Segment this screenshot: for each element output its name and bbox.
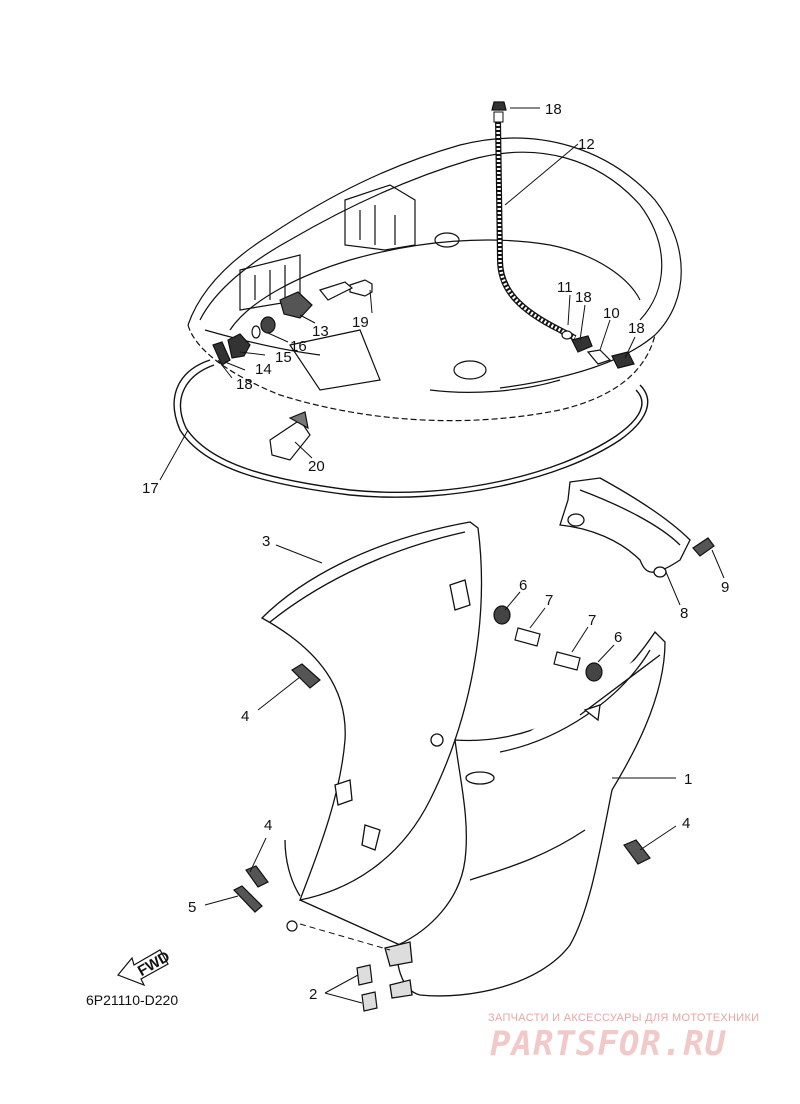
callout-18b: 18 bbox=[575, 289, 592, 306]
upper-cowling bbox=[187, 137, 682, 422]
callout-2: 2 bbox=[309, 986, 317, 1003]
callout-4a: 4 bbox=[241, 708, 249, 725]
callout-12: 12 bbox=[578, 136, 595, 153]
callout-13: 13 bbox=[312, 323, 329, 340]
diagram-caption: 6P21110-D220 bbox=[86, 992, 179, 1008]
watermark-logo: PARTSFOR.RU bbox=[490, 1024, 727, 1064]
fwd-arrow-icon: FWD bbox=[117, 948, 173, 987]
bottom-cowling-port bbox=[260, 521, 483, 901]
callout-3: 3 bbox=[262, 533, 270, 550]
callout-4c: 4 bbox=[682, 815, 690, 832]
callout-17: 17 bbox=[142, 480, 159, 497]
callout-18a: 18 bbox=[545, 101, 562, 118]
callout-19: 19 bbox=[352, 314, 369, 331]
callout-10: 10 bbox=[603, 305, 620, 322]
callout-14: 14 bbox=[255, 361, 272, 378]
bracket bbox=[559, 477, 691, 578]
callout-15: 15 bbox=[275, 349, 292, 366]
callout-18c: 18 bbox=[628, 320, 645, 337]
callout-11: 11 bbox=[557, 279, 573, 296]
callout-1: 1 bbox=[684, 771, 692, 788]
callout-9: 9 bbox=[721, 579, 729, 596]
hose bbox=[493, 111, 577, 341]
callout-20: 20 bbox=[308, 458, 325, 475]
watermark-tagline: ЗАПЧАСТИ И АКСЕССУАРЫ ДЛЯ МОТОТЕХНИКИ bbox=[488, 1012, 760, 1024]
callout-7a: 7 bbox=[545, 592, 553, 609]
callout-18d: 18 bbox=[236, 376, 253, 393]
bottom-cowling-starboard bbox=[299, 630, 666, 999]
callout-5: 5 bbox=[188, 899, 196, 916]
fasteners bbox=[233, 537, 715, 1012]
leader-lines bbox=[159, 107, 725, 1004]
callout-7b: 7 bbox=[588, 612, 596, 629]
callout-labels: 1 2 3 4 4 4 5 6 6 7 7 8 9 10 11 12 13 14… bbox=[142, 101, 729, 1003]
callout-4b: 4 bbox=[264, 817, 272, 834]
callout-6a: 6 bbox=[519, 577, 527, 594]
cowling-seal bbox=[173, 359, 649, 498]
hardware bbox=[212, 101, 635, 461]
callout-16: 16 bbox=[290, 338, 307, 355]
callout-8: 8 bbox=[680, 605, 688, 622]
callout-6b: 6 bbox=[614, 629, 622, 646]
